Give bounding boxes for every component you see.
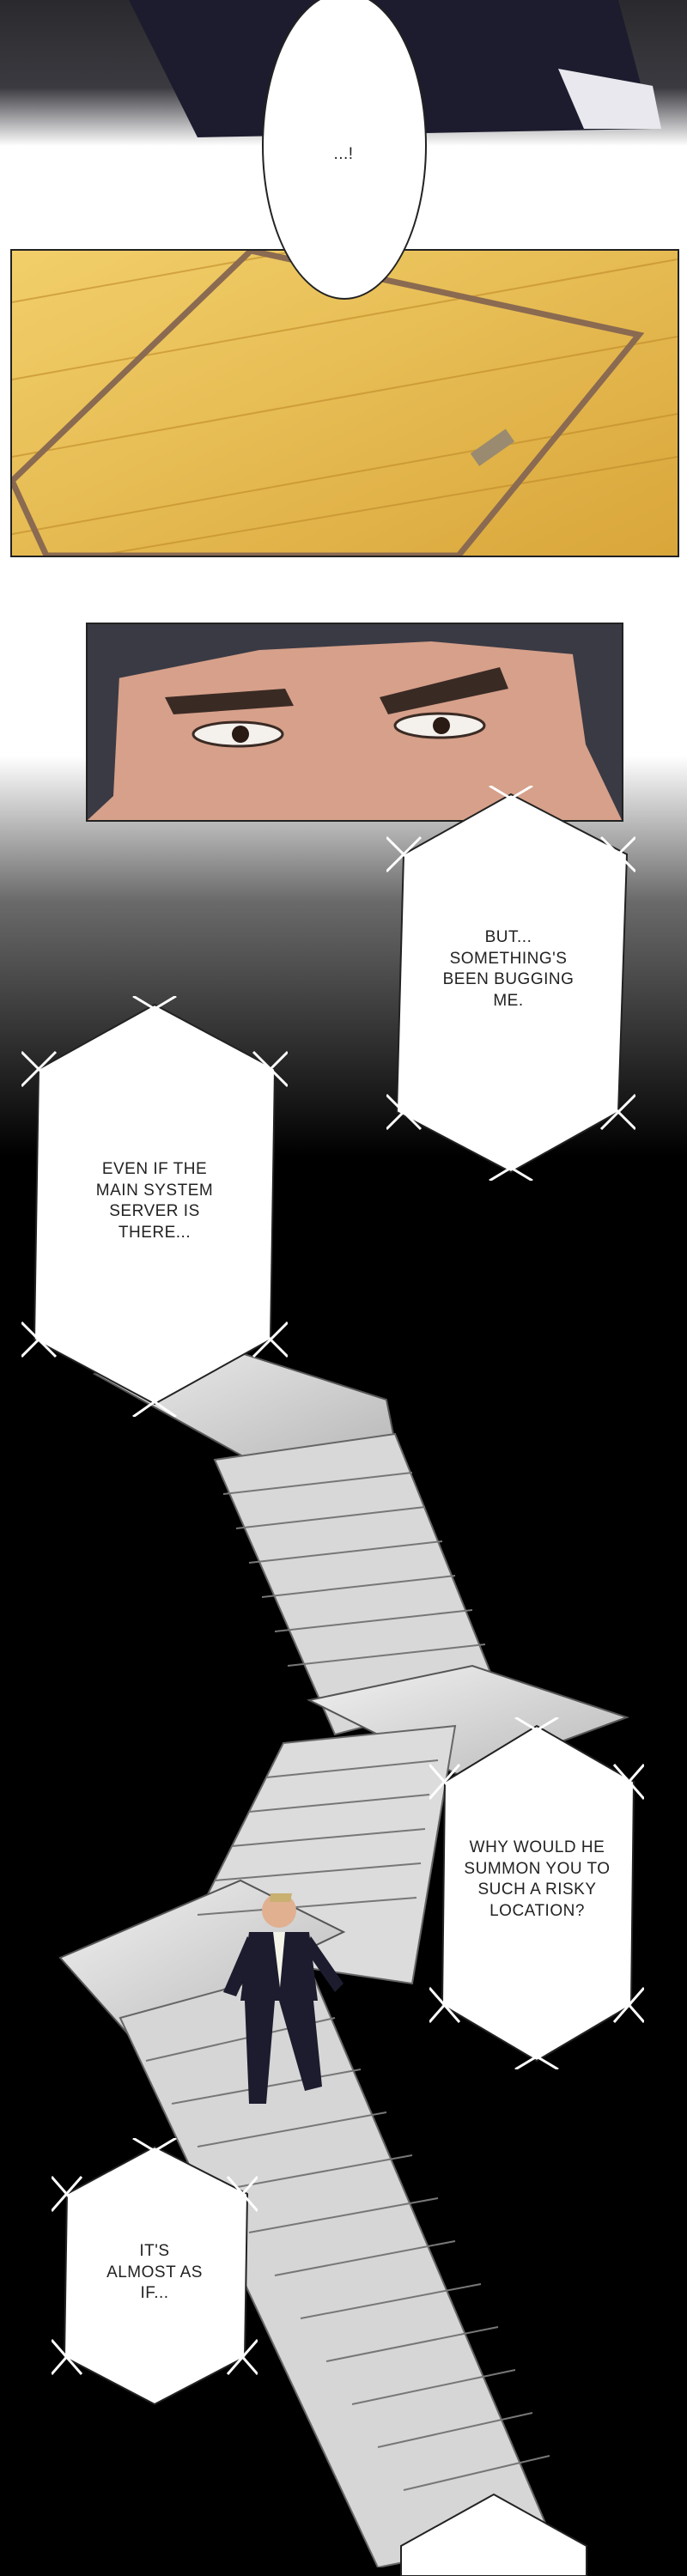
speech-text-exclaim: ...!	[333, 145, 354, 163]
hex-text-3: WHY WOULD HE SUMMON YOU TO SUCH A RISKY …	[464, 1838, 611, 1921]
floor-panel	[10, 249, 679, 557]
hex-bubble-4	[52, 2138, 258, 2406]
floor-illustration	[12, 251, 678, 556]
hex-text-4: IT'S ALMOST AS IF...	[106, 2242, 203, 2303]
hex-bubble-1	[386, 786, 635, 1181]
hex-text-2: EVEN IF THE MAIN SYSTEM SERVER IS THERE.…	[95, 1160, 214, 1242]
face-illustration	[88, 624, 622, 820]
hex-text-1: BUT... SOMETHING'S BEEN BUGGING ME.	[442, 928, 575, 1011]
hex-bubble-3	[429, 1717, 644, 2069]
eyes-closeup-panel	[86, 623, 623, 822]
hex-bubble-partial	[400, 2493, 587, 2576]
speech-bubble-oval	[262, 0, 427, 300]
man-figure	[223, 1893, 344, 2104]
hex-bubble-2	[21, 996, 288, 1417]
